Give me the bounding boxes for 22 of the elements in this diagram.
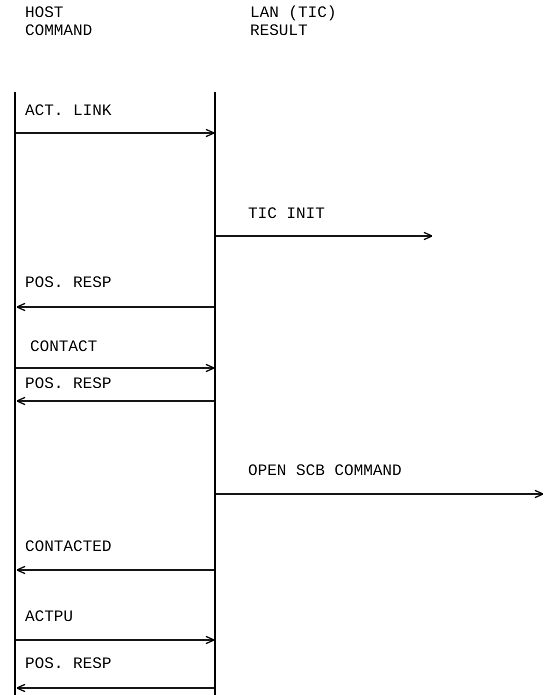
arrow [216,232,433,240]
arrow [16,396,214,406]
arrow [16,566,214,574]
edge-label: POS. RESP [25,375,112,393]
edge-label: POS. RESP [25,274,112,292]
edge-label: ACTPU [25,608,74,626]
arrow [216,490,544,498]
edge-label: OPEN SCB COMMAND [248,462,402,480]
edge-label: CONTACTED [25,538,112,556]
edge-label: TIC INIT [248,205,325,223]
edge-label: POS. RESP [25,655,112,673]
arrow [16,684,214,692]
lifeline-bar [14,92,16,695]
lifeline-bar [214,92,216,695]
column-heading: LAN (TIC) RESULT [250,4,338,40]
arrow [16,302,214,312]
column-heading: HOST COMMAND [25,4,94,40]
arrow [16,636,215,644]
edge-label: ACT. LINK [25,102,112,120]
arrow [16,364,215,372]
edge-label: CONTACT [30,338,98,356]
arrow [16,128,215,138]
